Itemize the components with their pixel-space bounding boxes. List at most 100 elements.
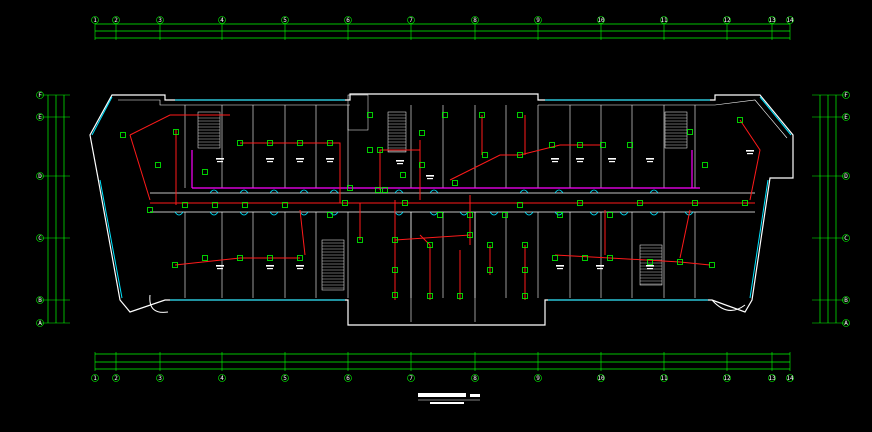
device-marker-icon — [382, 187, 388, 193]
grid-bubble-icon — [786, 16, 794, 24]
room-tag — [267, 268, 273, 270]
device-marker-icon — [347, 185, 353, 191]
right-axis-label: D — [844, 173, 848, 180]
room-tag — [609, 161, 615, 163]
room-tag — [608, 158, 616, 160]
grid-bubble-icon — [407, 374, 415, 382]
device-marker-icon — [742, 200, 748, 206]
device-marker-icon — [557, 212, 563, 218]
device-markers — [120, 112, 754, 299]
room-tag — [597, 268, 603, 270]
right-dimension-lines — [819, 95, 837, 323]
grid-bubble-icon — [842, 319, 850, 327]
device-marker-icon — [487, 242, 493, 248]
bottom-dimension-lines — [95, 353, 790, 370]
bottom-axis-label: 14 — [786, 375, 794, 382]
device-marker-icon — [522, 293, 528, 299]
wire-run — [129, 114, 230, 136]
device-marker-icon — [367, 147, 373, 153]
grid-bubble-icon — [156, 374, 164, 382]
grid-bubble-icon — [842, 172, 850, 180]
grid-bubble-icon — [344, 374, 352, 382]
device-marker-icon — [467, 232, 473, 238]
device-marker-icon — [402, 200, 408, 206]
room-tag — [216, 265, 224, 267]
room-tag — [396, 160, 404, 162]
corridor — [150, 192, 755, 213]
device-marker-icon — [357, 237, 363, 243]
right-axis-label: B — [844, 297, 848, 304]
grid-bubble-icon — [842, 91, 850, 99]
top-dimension-lines — [95, 23, 790, 39]
grid-bubble-icon — [842, 113, 850, 121]
room-tag — [647, 161, 653, 163]
grid-bubble-icon — [471, 374, 479, 382]
bottom-axis-label: 11 — [660, 375, 668, 382]
device-marker-icon — [517, 112, 523, 118]
wire-run — [299, 209, 306, 256]
device-marker-icon — [419, 130, 425, 136]
right-axis-label: F — [844, 92, 848, 99]
room-tag — [217, 268, 223, 270]
device-marker-icon — [677, 259, 683, 265]
grid-bubble-icon — [156, 16, 164, 24]
device-marker-icon — [637, 200, 643, 206]
device-marker-icon — [457, 293, 463, 299]
grid-bubble-icon — [534, 16, 542, 24]
grid-bubble-icon — [218, 16, 226, 24]
room-tag — [576, 158, 584, 160]
grid-bubble-icon — [112, 374, 120, 382]
device-marker-icon — [297, 140, 303, 146]
grid-bubble-icon — [842, 234, 850, 242]
device-marker-icon — [419, 162, 425, 168]
room-tag — [427, 178, 433, 180]
device-marker-icon — [155, 162, 161, 168]
bottom-axis-label: 4 — [220, 375, 224, 382]
grid-bubble-icon — [471, 16, 479, 24]
grid-bubble-icon — [660, 374, 668, 382]
grid-bubble-icon — [660, 16, 668, 24]
device-marker-icon — [392, 292, 398, 298]
left-axis-label: F — [38, 92, 42, 99]
device-marker-icon — [120, 132, 126, 138]
device-marker-icon — [342, 200, 348, 206]
device-marker-icon — [517, 152, 523, 158]
device-marker-icon — [202, 255, 208, 261]
device-marker-icon — [582, 255, 588, 261]
stair-treads — [198, 114, 687, 289]
curtain-wall-glass — [91, 96, 792, 301]
grid-bubble-icon — [36, 234, 44, 242]
device-marker-icon — [172, 262, 178, 268]
wire-run — [240, 142, 341, 203]
bottom-axis-label: 12 — [723, 375, 731, 382]
room-tag — [397, 163, 403, 165]
device-marker-icon — [647, 259, 653, 265]
room-tag — [216, 158, 224, 160]
top-axis-label: 14 — [786, 17, 794, 24]
top-axis-label: 13 — [768, 17, 776, 24]
top-axis-label: 3 — [158, 17, 162, 24]
building-outline — [89, 93, 794, 326]
top-axis-label: 5 — [283, 17, 287, 24]
device-marker-icon — [212, 202, 218, 208]
device-marker-icon — [709, 262, 715, 268]
right-axis-label: E — [844, 114, 848, 121]
wire-run — [174, 257, 300, 266]
grid-bubble-icon — [36, 296, 44, 304]
bottom-axis-label: 13 — [768, 375, 776, 382]
device-marker-icon — [577, 200, 583, 206]
wire-run — [679, 209, 691, 259]
top-axis-label: 7 — [409, 17, 413, 24]
top-axis-label: 8 — [473, 17, 477, 24]
wire-run — [739, 119, 761, 201]
room-tag — [426, 175, 434, 177]
ductwork — [191, 150, 700, 189]
room-tag — [746, 150, 754, 152]
room-tag — [217, 161, 223, 163]
room-tag — [297, 268, 303, 270]
device-marker-icon — [237, 255, 243, 261]
left-axis-label: D — [38, 173, 42, 180]
device-marker-icon — [549, 142, 555, 148]
